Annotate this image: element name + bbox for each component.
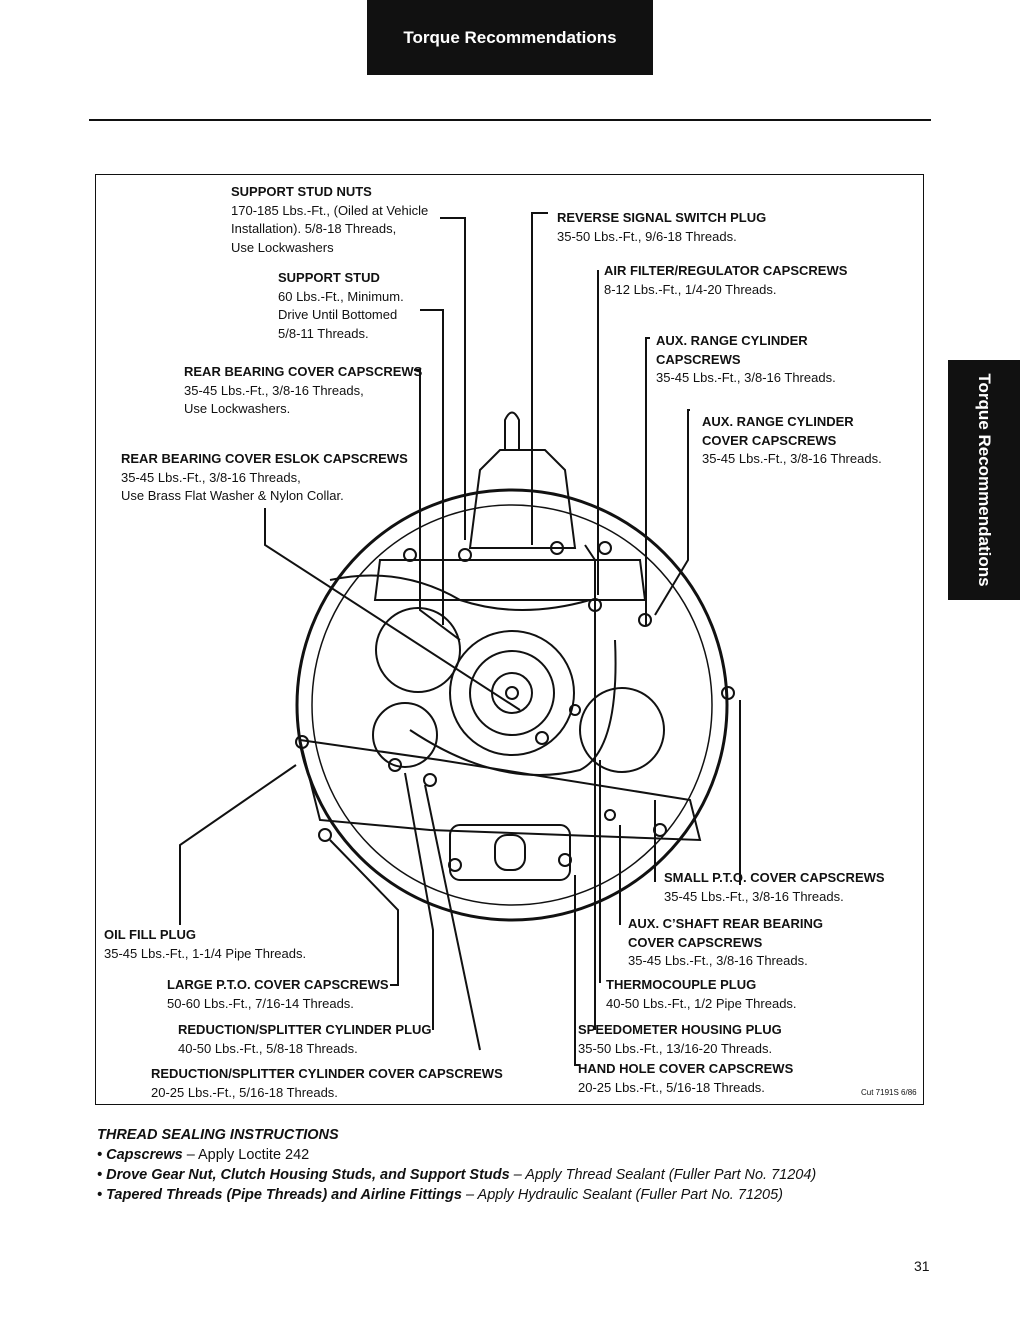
label-line: 40-50 Lbs.-Ft., 5/8-18 Threads. [178, 1040, 358, 1056]
notes-item-rest: – Apply Thread Sealant (Fuller Part No. … [509, 1167, 817, 1183]
label-line: Installation). 5/8-18 Threads, [231, 221, 397, 236]
notes-item: • Tapered Threads (Pipe Threads) and Air… [97, 1185, 816, 1205]
label-line: 35-45 Lbs.-Ft., 3/8-16 Threads, [184, 382, 364, 398]
label-line: 35-45 Lbs.-Ft., 3/8-16 Threads, [121, 469, 301, 485]
label-title: THERMOCOUPLE PLUG [606, 977, 757, 992]
label-line: Use Lockwashers. [184, 401, 291, 416]
label-line: Use Brass Flat Washer & Nylon Collar. [121, 488, 344, 503]
page-number: 31 [914, 1258, 930, 1274]
label-title: SUPPORT STUD NUTS [231, 184, 372, 199]
label-line: 40-50 Lbs.-Ft., 1/2 Pipe Threads. [606, 995, 797, 1011]
label-title: HAND HOLE COVER CAPSCREWS [578, 1061, 794, 1076]
label-support-stud-nuts: SUPPORT STUD NUTS 170-185 Lbs.-Ft., (Oil… [231, 183, 428, 257]
label-title: AUX. RANGE CYLINDER [656, 333, 808, 348]
label-title: SMALL P.T.O. COVER CAPSCREWS [664, 870, 885, 885]
label-support-stud: SUPPORT STUD 60 Lbs.-Ft., Minimum. Drive… [278, 269, 404, 343]
label-large-pto: LARGE P.T.O. COVER CAPSCREWS 50-60 Lbs.-… [167, 976, 389, 1013]
header-rule [89, 119, 931, 121]
label-title: REAR BEARING COVER CAPSCREWS [184, 364, 423, 379]
label-speedometer: SPEEDOMETER HOUSING PLUG 35-50 Lbs.-Ft.,… [578, 1021, 782, 1058]
label-line: 35-45 Lbs.-Ft., 1-1/4 Pipe Threads. [104, 945, 307, 961]
label-line: 60 Lbs.-Ft., Minimum. [278, 288, 404, 304]
label-title: LARGE P.T.O. COVER CAPSCREWS [167, 977, 389, 992]
label-title-2: COVER CAPSCREWS [628, 934, 763, 950]
label-title: AUX. C’SHAFT REAR BEARING [628, 916, 824, 931]
label-aux-range-cylinder: AUX. RANGE CYLINDER CAPSCREWS 35-45 Lbs.… [656, 332, 836, 388]
label-title: AUX. RANGE CYLINDER [702, 414, 854, 429]
label-title: REVERSE SIGNAL SWITCH PLUG [557, 210, 767, 225]
notes-item-rest: – Apply Hydraulic Sealant (Fuller Part N… [461, 1187, 783, 1203]
label-air-filter: AIR FILTER/REGULATOR CAPSCREWS 8-12 Lbs.… [604, 262, 847, 299]
label-line: 35-45 Lbs.-Ft., 3/8-16 Threads. [628, 953, 808, 968]
label-title: OIL FILL PLUG [104, 927, 196, 942]
label-aux-range-cylinder-cover: AUX. RANGE CYLINDER COVER CAPSCREWS 35-4… [702, 413, 882, 469]
label-title-2: COVER CAPSCREWS [702, 432, 837, 448]
label-line: 8-12 Lbs.-Ft., 1/4-20 Threads. [604, 281, 777, 297]
label-rear-bearing-eslok: REAR BEARING COVER ESLOK CAPSCREWS 35-45… [121, 450, 408, 506]
label-thermocouple: THERMOCOUPLE PLUG 40-50 Lbs.-Ft., 1/2 Pi… [606, 976, 797, 1013]
label-line: 20-25 Lbs.-Ft., 5/16-18 Threads. [151, 1084, 338, 1100]
label-title: SPEEDOMETER HOUSING PLUG [578, 1022, 782, 1037]
label-reduction-splitter-cover: REDUCTION/SPLITTER CYLINDER COVER CAPSCR… [151, 1065, 503, 1102]
label-line: 170-185 Lbs.-Ft., (Oiled at Vehicle [231, 202, 429, 218]
notes-item: • Capscrews – Apply Loctite 242 [97, 1145, 816, 1165]
label-hand-hole: HAND HOLE COVER CAPSCREWS 20-25 Lbs.-Ft.… [578, 1060, 793, 1097]
notes-item-rest: – Apply Loctite 242 [182, 1147, 310, 1163]
label-line: 35-50 Lbs.-Ft., 9/6-18 Threads. [557, 228, 737, 244]
label-oil-fill: OIL FILL PLUG 35-45 Lbs.-Ft., 1-1/4 Pipe… [104, 926, 306, 963]
notes-item-bold: • Tapered Threads (Pipe Threads) and Air… [97, 1187, 462, 1203]
label-line: Use Lockwashers [231, 239, 334, 255]
label-small-pto: SMALL P.T.O. COVER CAPSCREWS 35-45 Lbs.-… [664, 869, 885, 906]
label-reduction-splitter-plug: REDUCTION/SPLITTER CYLINDER PLUG 40-50 L… [178, 1021, 432, 1058]
label-line: 50-60 Lbs.-Ft., 7/16-14 Threads. [167, 995, 354, 1011]
notes-item-bold: • Drove Gear Nut, Clutch Housing Studs, … [97, 1167, 510, 1183]
label-rear-bearing-cover: REAR BEARING COVER CAPSCREWS 35-45 Lbs.-… [184, 363, 422, 419]
label-line: 35-45 Lbs.-Ft., 3/8-16 Threads. [664, 888, 844, 904]
notes-item-bold: • Capscrews [97, 1147, 183, 1163]
label-title: SUPPORT STUD [278, 270, 380, 285]
label-line: 35-50 Lbs.-Ft., 13/16-20 Threads. [578, 1040, 773, 1056]
label-title-2: CAPSCREWS [656, 351, 741, 367]
label-reverse-signal: REVERSE SIGNAL SWITCH PLUG 35-50 Lbs.-Ft… [557, 209, 766, 246]
thread-sealing-notes: THREAD SEALING INSTRUCTIONS • Capscrews … [97, 1125, 816, 1205]
side-tab: Torque Recommendations [948, 360, 1020, 600]
label-line: 35-45 Lbs.-Ft., 3/8-16 Threads. [656, 370, 836, 385]
label-title: REAR BEARING COVER ESLOK CAPSCREWS [121, 451, 408, 466]
notes-item: • Drove Gear Nut, Clutch Housing Studs, … [97, 1165, 816, 1185]
header-title: Torque Recommendations [403, 27, 617, 47]
label-line: 5/8-11 Threads. [278, 325, 369, 341]
label-title: REDUCTION/SPLITTER CYLINDER PLUG [178, 1022, 432, 1037]
header-tab: Torque Recommendations [367, 0, 653, 75]
diagram-frame [95, 174, 924, 1105]
label-aux-cshaft: AUX. C’SHAFT REAR BEARING COVER CAPSCREW… [628, 915, 823, 971]
label-title: REDUCTION/SPLITTER CYLINDER COVER CAPSCR… [151, 1066, 503, 1081]
notes-heading: THREAD SEALING INSTRUCTIONS [97, 1127, 339, 1143]
label-line: 35-45 Lbs.-Ft., 3/8-16 Threads. [702, 451, 882, 466]
cut-note: Cut 7191S 6/86 [861, 1088, 917, 1097]
label-line: Drive Until Bottomed [278, 307, 398, 322]
label-title: AIR FILTER/REGULATOR CAPSCREWS [604, 263, 848, 278]
label-line: 20-25 Lbs.-Ft., 5/16-18 Threads. [578, 1079, 765, 1095]
